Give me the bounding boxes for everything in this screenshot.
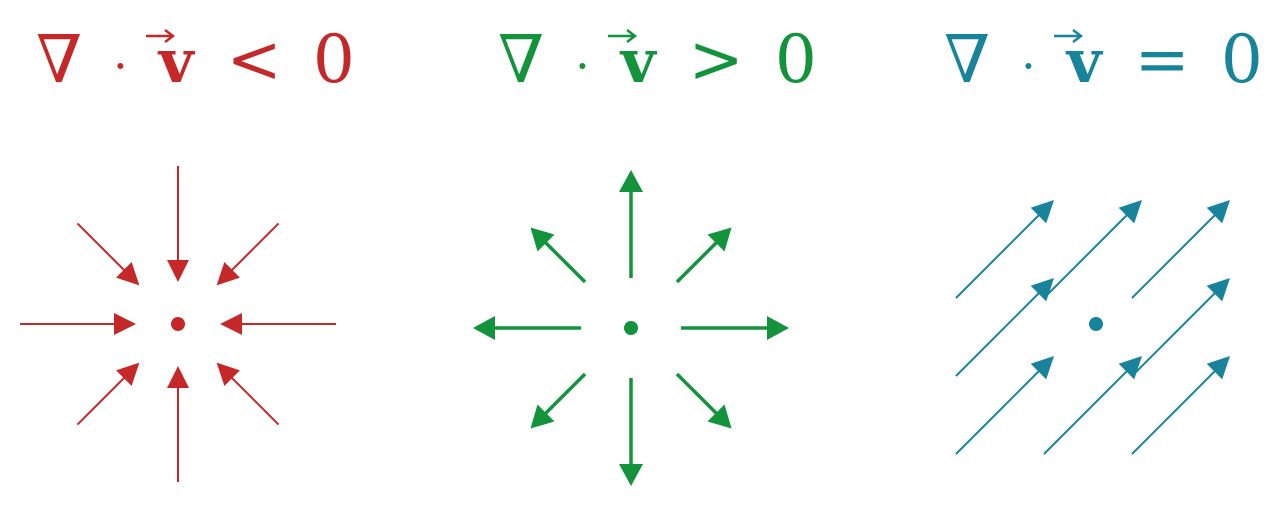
arrow-head (116, 362, 140, 386)
field-arrow (955, 291, 1041, 377)
vector-v: v (619, 27, 658, 97)
center-point (171, 317, 185, 331)
arrow-head (707, 227, 732, 252)
label-divergence: ∇ · v > 0 (498, 21, 817, 98)
field-arrow (1131, 213, 1217, 299)
relation-symbol: = (1135, 21, 1190, 98)
arrow-head (1030, 200, 1054, 224)
field-arrow (1131, 369, 1217, 455)
arrow-head (167, 260, 189, 282)
arrow-head (530, 227, 555, 252)
arrow-head (619, 464, 643, 486)
arrow-head (1118, 356, 1142, 380)
vector-field-uniform (955, 200, 1230, 455)
arrow-head (473, 316, 495, 340)
panel-divergence: ∇ · v > 0 (473, 21, 817, 486)
field-arrow (1131, 291, 1217, 377)
arrow-head (767, 316, 789, 340)
nabla-symbol: ∇ (36, 21, 82, 98)
arrow-head (220, 313, 242, 335)
arrow-head (1206, 278, 1230, 302)
arrow-head (707, 404, 732, 429)
panel-convergence: ∇ · v < 0 (20, 21, 355, 482)
value-zero: 0 (775, 21, 817, 98)
vector-arrow-mark (146, 29, 176, 43)
arrow-head (216, 262, 240, 286)
vector-field-sink (20, 166, 336, 482)
arrow-head (619, 170, 643, 192)
arrow-head (1030, 356, 1054, 380)
dot-operator: · (575, 39, 590, 93)
vector-arrow-mark (1054, 29, 1084, 43)
value-zero: 0 (1221, 21, 1263, 98)
arrow-head (116, 262, 140, 286)
vector-field-source (473, 170, 789, 486)
nabla-symbol: ∇ (944, 21, 990, 98)
relation-symbol: < (227, 21, 282, 98)
arrow-head (216, 362, 240, 386)
relation-symbol: > (689, 21, 744, 98)
label-convergence: ∇ · v < 0 (36, 21, 355, 98)
label-solenoidal: ∇ · v = 0 (944, 21, 1263, 98)
field-arrow (543, 372, 587, 416)
arrow-head (114, 313, 136, 335)
dot-operator: · (1021, 39, 1036, 93)
field-arrow (76, 376, 126, 426)
field-arrow (955, 213, 1041, 299)
vector-v: v (157, 27, 196, 97)
nabla-symbol: ∇ (498, 21, 544, 98)
arrow-head (1118, 200, 1142, 224)
field-arrow (230, 376, 280, 426)
field-arrow (675, 372, 719, 416)
dot-operator: · (113, 39, 128, 93)
arrow-head (167, 366, 189, 388)
field-arrow (230, 222, 280, 272)
arrow-head (1030, 278, 1054, 302)
arrow-head (1206, 356, 1230, 380)
arrow-head (530, 404, 555, 429)
value-zero: 0 (313, 21, 355, 98)
field-arrow (955, 369, 1041, 455)
field-arrow (76, 222, 126, 272)
field-arrow (543, 240, 587, 284)
vector-arrow-mark (608, 29, 638, 43)
center-point (1089, 317, 1103, 331)
panel-solenoidal: ∇ · v = 0 (944, 21, 1263, 455)
center-point (624, 321, 638, 335)
field-arrow (1043, 369, 1129, 455)
arrow-head (1206, 200, 1230, 224)
vector-v: v (1065, 27, 1104, 97)
field-arrow (1043, 213, 1129, 299)
field-arrow (675, 240, 719, 284)
